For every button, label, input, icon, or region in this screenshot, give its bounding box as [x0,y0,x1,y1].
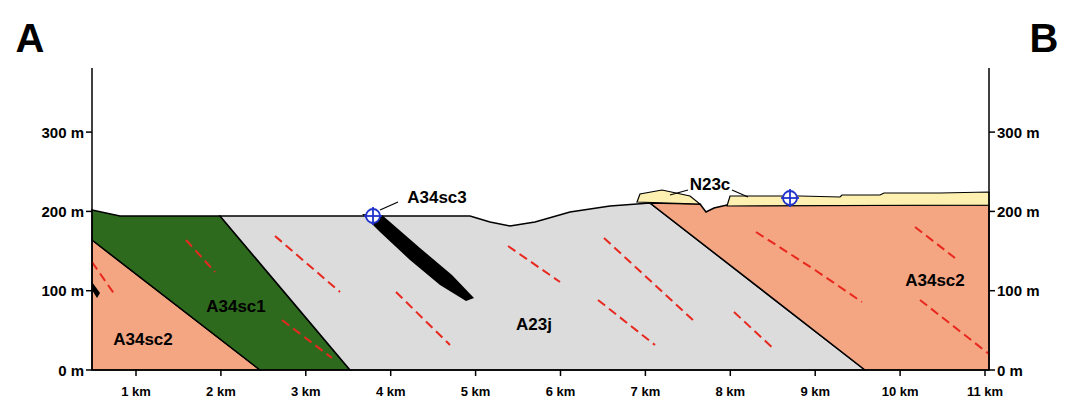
elevation-label: 100 m [41,283,84,298]
elevation-label: 200 m [41,204,84,219]
black-sliver [92,282,100,298]
elevation-label: 0 m [58,363,84,378]
distance-label: 2 km [206,385,236,398]
unit-label: A34sc2 [905,272,965,289]
elevation-label: 300 m [997,125,1040,140]
distance-label: 5 km [461,385,491,398]
distance-label: 3 km [291,385,321,398]
section-end-label: B [1030,18,1059,58]
distance-label: 9 km [800,385,830,398]
unit-a34sc3 [362,214,474,301]
distance-label: 6 km [546,385,576,398]
unit-a34sc2-right [650,203,989,370]
unit-label: A34sc2 [113,331,173,348]
sample-markers [364,189,799,225]
distance-label: 11 km [967,385,1003,398]
elevation-label: 200 m [997,204,1040,219]
distance-label: 4 km [376,385,406,398]
axes [92,68,989,370]
distance-label: 10 km [882,385,919,398]
elevation-label: 0 m [997,363,1023,378]
foliation-lines [92,227,989,358]
unit-label: A34sc3 [407,189,467,206]
unit-label: N23c [690,176,731,193]
distance-label: 8 km [715,385,745,398]
unit-n23c-east [727,192,989,206]
unit-label: A34sc1 [206,298,266,315]
unit-label: A23j [516,316,552,333]
axis-ticks [86,132,995,376]
section-end-label: A [16,18,45,58]
elevation-label: 300 m [41,125,84,140]
elevation-label: 100 m [997,283,1040,298]
distance-label: 7 km [631,385,661,398]
distance-label: 1 km [121,385,151,398]
